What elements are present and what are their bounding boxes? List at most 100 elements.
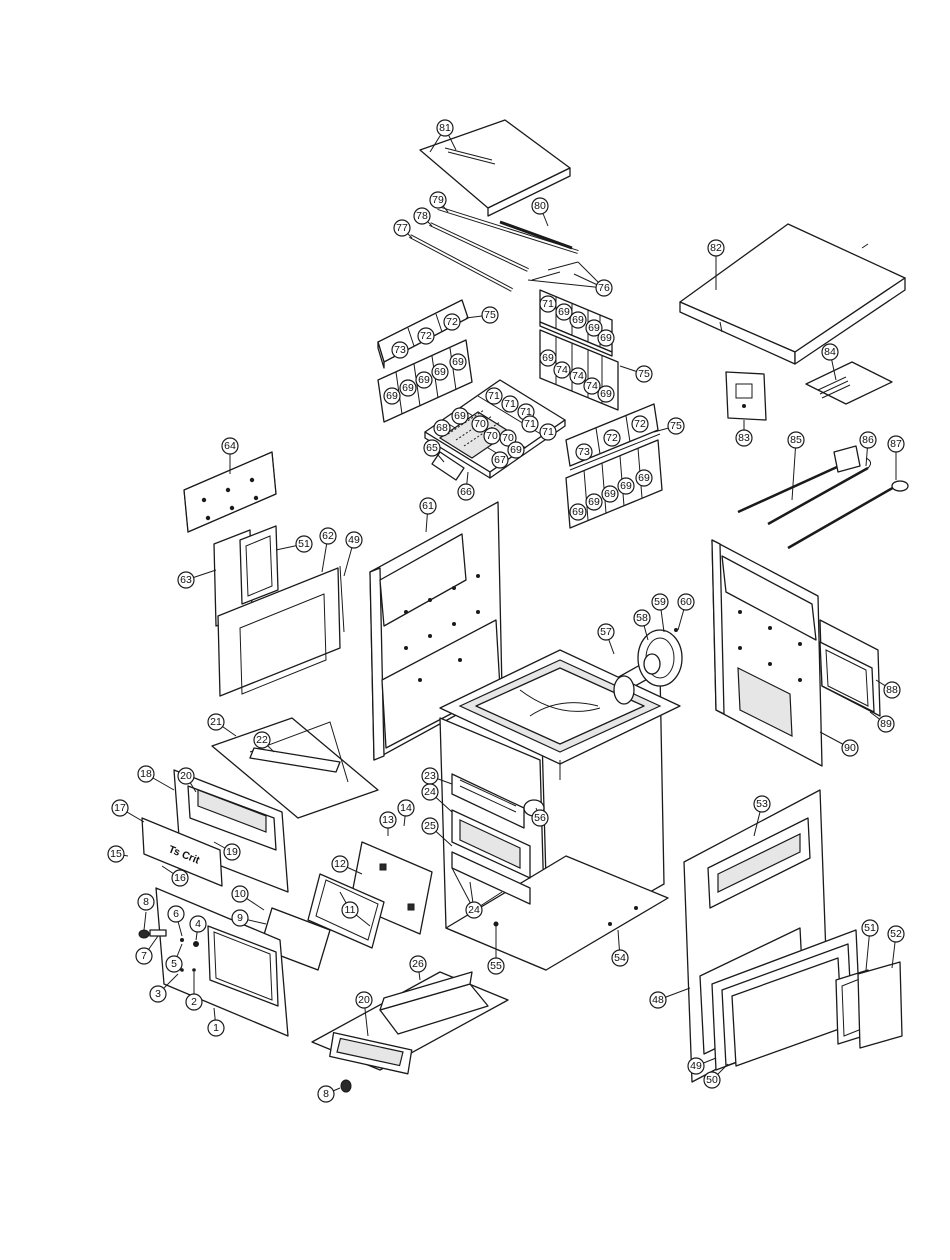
callout-76: 76 (595, 279, 613, 297)
door-frame-18 (173, 769, 289, 893)
callout-17: 17 (111, 799, 129, 817)
callout-7: 7 (135, 947, 153, 965)
svg-text:26: 26 (412, 958, 424, 970)
callout-12: 12 (331, 855, 349, 873)
callout-60: 60 (677, 593, 695, 611)
brick-label: 73 (575, 443, 593, 461)
brick-label: 69 (431, 363, 449, 381)
svg-text:78: 78 (416, 210, 428, 222)
callout-63: 63 (177, 571, 195, 589)
callout-9: 9 (231, 909, 249, 927)
svg-text:17: 17 (114, 802, 126, 814)
brick-label: 67 (491, 451, 509, 469)
brick-label: 69 (569, 311, 587, 329)
callout-89: 89 (877, 715, 895, 733)
svg-text:90: 90 (844, 742, 856, 754)
brick-label: 70 (471, 415, 489, 433)
svg-text:56: 56 (534, 812, 546, 824)
svg-text:20: 20 (180, 770, 192, 782)
brick-label: 70 (483, 427, 501, 445)
callout-20-top: 20 (177, 767, 195, 785)
ash-lip-21 (211, 717, 379, 819)
callout-77: 77 (393, 219, 411, 237)
svg-text:86: 86 (862, 434, 874, 446)
flue-collar (637, 628, 683, 687)
svg-text:69: 69 (588, 496, 600, 508)
handle-hardware (138, 929, 199, 972)
callout-3: 3 (149, 985, 167, 1003)
brick-label: 69 (585, 319, 603, 337)
callout-84: 84 (821, 343, 839, 361)
svg-text:69: 69 (638, 472, 650, 484)
callout-58: 58 (633, 609, 651, 627)
callout-8-left: 8 (137, 893, 155, 911)
svg-text:69: 69 (386, 390, 398, 402)
svg-text:83: 83 (738, 432, 750, 444)
brick-label: 68 (433, 419, 451, 437)
svg-text:8: 8 (143, 896, 149, 908)
callout-bubbles: 81 80 79 78 77 76 82 75 75 75 84 83 85 8… (107, 119, 905, 1103)
svg-text:8: 8 (323, 1088, 329, 1100)
svg-text:71: 71 (542, 298, 554, 310)
svg-text:80: 80 (534, 200, 546, 212)
callout-75-low: 75 (667, 417, 685, 435)
svg-text:75: 75 (670, 420, 682, 432)
svg-text:64: 64 (224, 440, 236, 452)
svg-text:69: 69 (402, 382, 414, 394)
svg-text:51: 51 (864, 922, 876, 934)
svg-text:60: 60 (680, 596, 692, 608)
gasket-89 (819, 641, 875, 713)
svg-text:71: 71 (488, 390, 500, 402)
svg-text:57: 57 (600, 626, 612, 638)
svg-text:71: 71 (504, 398, 516, 410)
svg-text:70: 70 (486, 430, 498, 442)
svg-text:69: 69 (620, 480, 632, 492)
callout-49-left: 49 (345, 531, 363, 549)
brick-label: 72 (443, 313, 461, 331)
callout-52: 52 (887, 925, 905, 943)
brick-label: 71 (521, 415, 539, 433)
brick-label: 69 (569, 503, 587, 521)
stove-body (439, 649, 681, 971)
svg-text:23: 23 (424, 770, 436, 782)
svg-text:62: 62 (322, 530, 334, 542)
brick-label: 69 (585, 493, 603, 511)
brick-label: 74 (569, 367, 587, 385)
glass-assembly (699, 927, 861, 1071)
brick-label: 69 (635, 469, 653, 487)
svg-text:72: 72 (446, 316, 458, 328)
callout-90: 90 (841, 739, 859, 757)
svg-text:70: 70 (502, 432, 514, 444)
callout-48: 48 (649, 991, 667, 1009)
svg-text:73: 73 (578, 446, 590, 458)
svg-text:24: 24 (424, 786, 436, 798)
svg-text:61: 61 (422, 500, 434, 512)
brick-label: 69 (507, 441, 525, 459)
callout-79: 79 (429, 191, 447, 209)
svg-text:67: 67 (494, 454, 506, 466)
brick-label: 71 (539, 295, 557, 313)
callout-1: 1 (207, 1019, 225, 1037)
brick-label: 69 (597, 385, 615, 403)
glass-frame-62 (217, 567, 341, 697)
svg-text:74: 74 (586, 380, 598, 392)
svg-text:69: 69 (600, 388, 612, 400)
svg-text:9: 9 (237, 912, 243, 924)
callout-21: 21 (207, 713, 225, 731)
callout-2: 2 (185, 993, 203, 1011)
svg-text:71: 71 (524, 418, 536, 430)
plate-52 (857, 961, 903, 1049)
callout-25: 25 (421, 817, 439, 835)
callout-23: 23 (421, 767, 439, 785)
callout-53: 53 (753, 795, 771, 813)
callout-54: 54 (611, 949, 629, 967)
callout-78: 78 (413, 207, 431, 225)
brick-label: 71 (485, 387, 503, 405)
svg-text:13: 13 (382, 814, 394, 826)
callout-51-left: 51 (295, 535, 313, 553)
svg-text:5: 5 (171, 958, 177, 970)
svg-text:52: 52 (890, 928, 902, 940)
callout-15: 15 (107, 845, 125, 863)
svg-text:22: 22 (256, 734, 268, 746)
brick-label: 72 (603, 429, 621, 447)
